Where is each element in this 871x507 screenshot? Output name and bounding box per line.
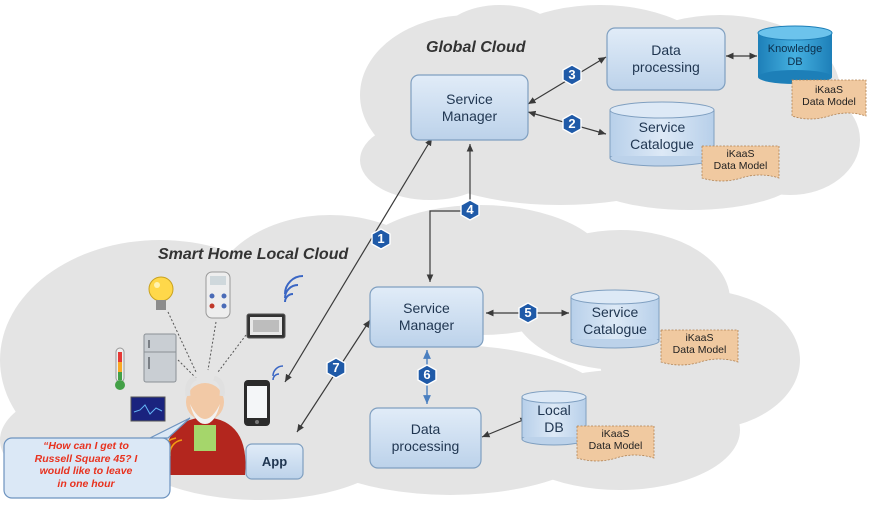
elderly-user-icon bbox=[149, 375, 246, 475]
data-model-tag-knowledge: iKaaS Data Model bbox=[802, 84, 856, 108]
local-cloud-title: Smart Home Local Cloud bbox=[158, 246, 349, 263]
data-model-tag-global-catalogue-shape bbox=[701, 145, 780, 182]
user-quote: “How can I get to Russell Square 45? I w… bbox=[34, 440, 138, 490]
data-model-tag-local-catalogue-shape bbox=[660, 329, 739, 366]
global-data-processing-box bbox=[606, 27, 726, 91]
global-service-manager-box bbox=[410, 74, 529, 141]
speech-bubble-shape bbox=[3, 417, 191, 499]
tablet-meter-icon bbox=[246, 313, 286, 339]
wireless-signal-icon bbox=[284, 275, 304, 303]
local-service-manager-box bbox=[369, 286, 484, 348]
light-bulb-icon bbox=[148, 276, 174, 310]
step-badge-5: 5 bbox=[524, 305, 532, 320]
step-badge-7: 7 bbox=[332, 360, 340, 375]
step-badge-1: 1 bbox=[377, 231, 385, 246]
data-model-tag-local-catalogue: iKaaS Data Model bbox=[672, 332, 727, 356]
knowledge-db-cylinder bbox=[757, 25, 833, 84]
data-model-tag-global-catalogue: iKaaS Data Model bbox=[713, 148, 768, 172]
step-badge-5-shape bbox=[518, 302, 538, 324]
dotted-links bbox=[167, 311, 247, 379]
smartphone-icon bbox=[244, 380, 270, 426]
data-model-tag-local-db-shape bbox=[576, 425, 655, 462]
thermometer-icon bbox=[115, 347, 125, 390]
step-badge-7-shape bbox=[326, 357, 346, 379]
local-data-processing-box bbox=[369, 407, 482, 469]
step-badge-4: 4 bbox=[466, 202, 474, 217]
monitor-icon bbox=[130, 396, 166, 422]
arrow-4 bbox=[426, 144, 474, 282]
local-service-catalogue-cylinder bbox=[570, 289, 660, 349]
data-model-tag-knowledge-shape bbox=[791, 79, 867, 120]
fridge-icon bbox=[143, 333, 177, 383]
local-db-cylinder bbox=[521, 390, 587, 446]
arrow-db bbox=[481, 417, 529, 438]
step-badge-3-shape bbox=[562, 64, 582, 86]
step-badge-6-shape bbox=[417, 364, 437, 386]
global-service-catalogue-cylinder bbox=[609, 101, 715, 167]
global-cloud-title: Global Cloud bbox=[426, 39, 526, 56]
step-badge-4-shape bbox=[460, 199, 480, 221]
phone-wireless-icon bbox=[272, 365, 284, 381]
thermostat-remote-icon bbox=[205, 271, 231, 319]
step-badge-6: 6 bbox=[423, 367, 431, 382]
data-model-tag-local-db: iKaaS Data Model bbox=[588, 428, 643, 452]
step-badge-2: 2 bbox=[568, 116, 576, 131]
step-badge-2-shape bbox=[562, 113, 582, 135]
app-box bbox=[245, 443, 304, 480]
step-badge-3: 3 bbox=[568, 67, 576, 82]
step-badge-1-shape bbox=[371, 228, 391, 250]
connectors bbox=[284, 52, 757, 438]
